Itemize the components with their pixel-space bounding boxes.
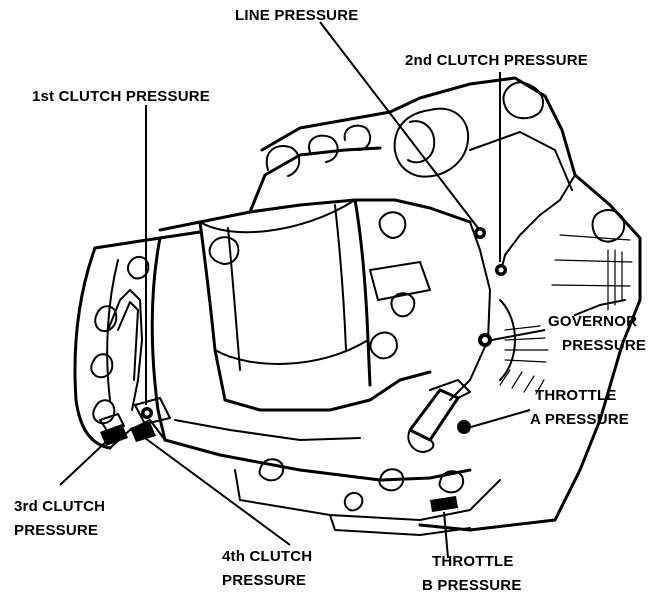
label-throttle-a-2: A PRESSURE — [530, 411, 629, 428]
label-third-clutch-1: 3rd CLUTCH — [14, 498, 105, 515]
throttle-b-port — [430, 496, 458, 512]
fourth-clutch-port — [130, 422, 156, 442]
label-throttle-b-2: B PRESSURE — [422, 577, 522, 594]
governor-leader — [491, 329, 546, 341]
transmission-housing — [73, 76, 642, 536]
throttle-b-leader — [443, 511, 449, 559]
label-line-pressure: LINE PRESSURE — [235, 7, 358, 24]
leader-lines — [59, 21, 546, 559]
third-clutch-leader — [59, 437, 111, 486]
line-pressure-leader — [319, 21, 479, 229]
throttle-a-port — [457, 420, 471, 434]
label-throttle-a-1: THROTTLE — [535, 387, 617, 404]
label-governor-1: GOVERNOR — [548, 313, 637, 330]
fourth-clutch-leader — [144, 437, 291, 546]
label-fourth-clutch-1: 4th CLUTCH — [222, 548, 312, 565]
label-third-clutch-2: PRESSURE — [14, 522, 98, 539]
label-second-clutch: 2nd CLUTCH PRESSURE — [405, 52, 588, 69]
label-fourth-clutch-2: PRESSURE — [222, 572, 306, 589]
label-first-clutch: 1st CLUTCH PRESSURE — [32, 88, 210, 105]
labels: LINE PRESSURE 2nd CLUTCH PRESSURE 1st CL… — [14, 7, 646, 594]
label-throttle-b-1: THROTTLE — [432, 553, 514, 570]
throttle-a-leader — [470, 409, 531, 428]
label-governor-2: PRESSURE — [562, 337, 646, 354]
